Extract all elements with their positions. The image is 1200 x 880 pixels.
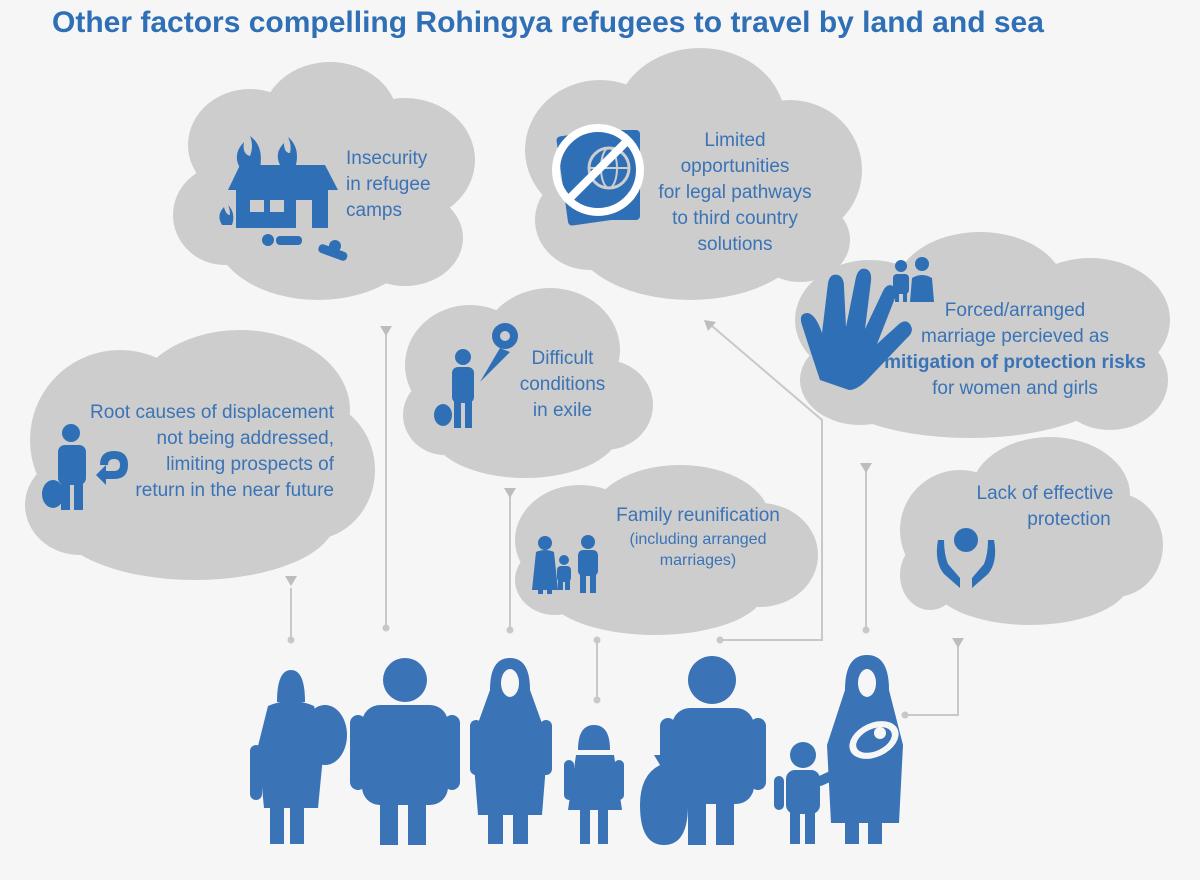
marriage-line-4: for women and girls [932, 378, 1098, 399]
person-location-icon [434, 323, 518, 428]
person-return-arrow-icon [42, 424, 128, 510]
root-line-1: Root causes of displacement [90, 402, 334, 423]
root-line-2: not being addressed, [156, 428, 334, 449]
protection-line-1: Lack of effective [976, 483, 1114, 504]
marriage-bold-phrase: mitigation of protection risks [884, 352, 1146, 373]
connectors [290, 325, 959, 716]
cloud-exile [403, 288, 653, 478]
family-sub-line-2: marriages) [659, 552, 737, 569]
marriage-line-3: mitigation of protection risks [860, 350, 1170, 376]
girl-figure [564, 725, 624, 844]
exile-line-1: Difficult [531, 348, 594, 369]
family-sub-line-1: (including arranged [629, 531, 767, 548]
insecurity-line-2: in refugee [346, 174, 431, 195]
family-heading: Family reunification [616, 505, 780, 526]
burning-house-icon [219, 136, 348, 261]
woman-in-hijab-figure [470, 658, 552, 844]
insecurity-line-1: Insecurity [346, 148, 428, 169]
no-passport-icon [552, 124, 644, 226]
root-causes-text: Root causes of displacement not being ad… [40, 400, 334, 504]
man-figure [350, 658, 460, 845]
raised-hand-couple-icon [800, 257, 934, 390]
protection-line-2: protection [1027, 509, 1111, 530]
legal-line-2: opportunities [680, 156, 790, 177]
forced-marriage-text: Forced/arranged marriage percieved as mi… [860, 298, 1170, 402]
cloud-family [515, 465, 818, 635]
marriage-line-1: Forced/arranged [944, 300, 1086, 321]
protection-text: Lack of effective protection [945, 481, 1145, 533]
root-line-3: limiting prospects of [166, 454, 334, 475]
page-title: Other factors compelling Rohingya refuge… [52, 6, 1044, 39]
family-icon [532, 535, 598, 594]
legal-line-3: for legal pathways [658, 182, 812, 203]
family-figures [250, 655, 903, 845]
woman-with-baby-figure [827, 655, 903, 844]
legal-line-1: Limited [704, 130, 766, 151]
legal-line-4: to third country [672, 208, 798, 229]
hands-protecting-person-icon [936, 528, 996, 588]
cloud-root-causes [25, 330, 375, 580]
marriage-line-2: marriage percieved as [921, 326, 1109, 347]
family-text: Family reunification (including arranged… [588, 503, 808, 571]
insecurity-line-3: camps [346, 200, 402, 221]
woman-with-bundle-figure [250, 670, 347, 844]
legal-line-5: solutions [697, 234, 773, 255]
root-line-4: return in the near future [135, 480, 334, 501]
connector-endpoints [285, 320, 964, 719]
legal-pathways-text: Limited opportunities for legal pathways… [640, 128, 830, 258]
insecurity-text: Insecurity in refugee camps [346, 146, 431, 224]
exile-line-2: conditions [519, 374, 606, 395]
exile-text: Difficult conditions in exile [500, 346, 625, 424]
man-with-sack-figure [640, 656, 766, 845]
exile-line-3: in exile [532, 400, 593, 421]
